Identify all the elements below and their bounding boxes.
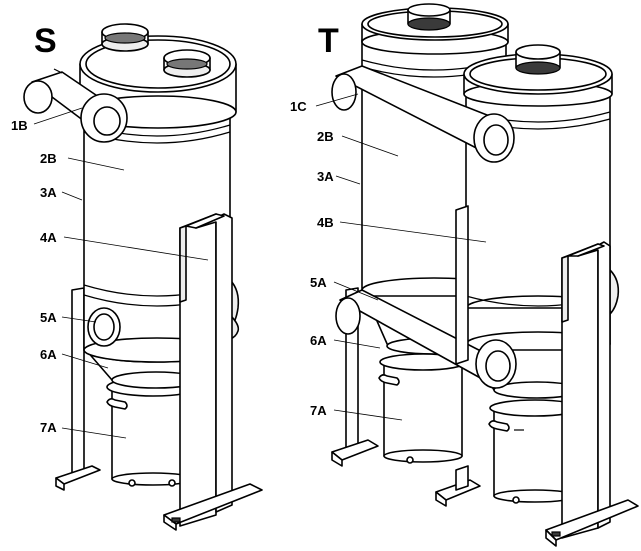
s-label-7: 7A [40, 420, 57, 435]
t-stand-front-upright [545, 241, 639, 547]
s-label-3: 3A [40, 185, 57, 200]
t-label-1: 1C [290, 99, 307, 114]
s-label-4: 4A [40, 230, 57, 245]
s-outlet-pipe [23, 68, 128, 143]
t-label-4: 4B [317, 215, 334, 230]
t-callout-labels: 1C 2B 3A 4B 5A 6A 7A [290, 99, 334, 418]
t-label-6: 6A [310, 333, 327, 348]
t-label-2: 2B [317, 129, 334, 144]
s-leader-lines [33, 107, 209, 439]
t-label-3: 3A [317, 169, 334, 184]
s-stand-front-upright [163, 213, 263, 531]
s-callout-labels: 1B 2B 3A 4A 5A 6A 7A [11, 118, 57, 435]
s-label-1: 1B [11, 118, 28, 133]
variant-t-assembly: T [290, 3, 639, 547]
s-label-2: 2B [40, 151, 57, 166]
s-label-5: 5A [40, 310, 57, 325]
t-label-7: 7A [310, 403, 327, 418]
s-stand-back-leg [55, 287, 101, 491]
s-inlet-port [87, 307, 121, 347]
t-lid-front [463, 44, 613, 107]
variant-s-letter: S [34, 22, 57, 60]
t-side-motor [609, 269, 620, 315]
t-outlet-manifold [331, 65, 515, 163]
s-filter-cap-left [101, 23, 149, 52]
t-lid-back [361, 3, 509, 55]
s-label-6: 6A [40, 347, 57, 362]
s-filter-cap-right [163, 49, 211, 78]
t-label-5: 5A [310, 275, 327, 290]
variant-t-letter: T [318, 22, 339, 60]
t-stand-center-upright [435, 205, 481, 507]
t-leader-lines [315, 93, 487, 421]
variant-s-assembly: S [11, 22, 263, 531]
